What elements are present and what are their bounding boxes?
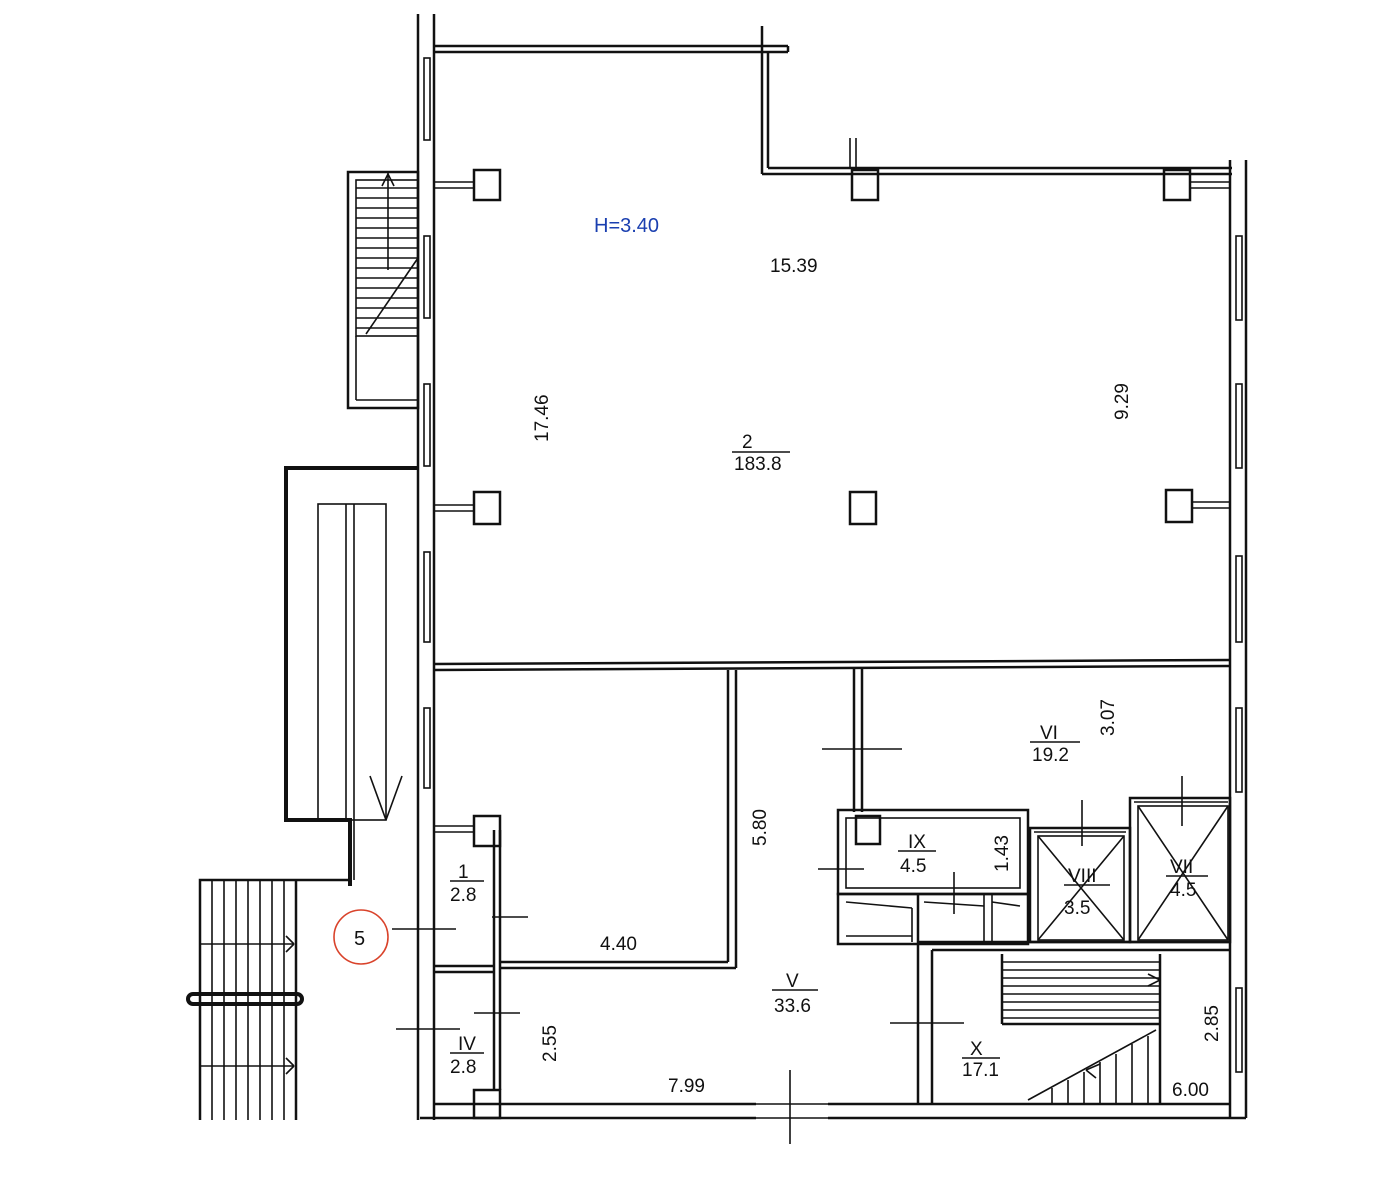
room-6-area: 19.2 bbox=[1032, 745, 1069, 766]
room-5-area: 33.6 bbox=[774, 996, 811, 1017]
dim-room6-height: 3.07 bbox=[1098, 699, 1119, 736]
room-4-area: 2.8 bbox=[450, 1057, 476, 1078]
ramp bbox=[284, 466, 418, 886]
room-8-area: 3.5 bbox=[1064, 898, 1090, 919]
dim-left-height: 17.46 bbox=[532, 394, 553, 442]
room-4-number: IV bbox=[458, 1034, 476, 1055]
dim-right-height: 9.29 bbox=[1112, 383, 1133, 420]
left-windows bbox=[423, 57, 431, 789]
room-6-number: VI bbox=[1040, 723, 1058, 744]
ceiling-height-label: H=3.40 bbox=[594, 215, 659, 237]
room-10-area: 17.1 bbox=[962, 1060, 999, 1081]
external-stair-bottom bbox=[186, 878, 352, 1120]
room-7-number: VII bbox=[1170, 857, 1193, 878]
dim-top-width: 15.39 bbox=[770, 256, 818, 277]
room-5-number: V bbox=[786, 971, 799, 992]
room-label-separators bbox=[450, 451, 1208, 1059]
dim-corridor-height: 5.80 bbox=[750, 809, 771, 846]
door-marks bbox=[392, 748, 1183, 1144]
entrance-marker-circle bbox=[333, 909, 389, 965]
room-2-number: 2 bbox=[742, 432, 753, 453]
external-stair-top bbox=[346, 170, 420, 410]
dim-bottom-width: 7.99 bbox=[668, 1076, 705, 1097]
right-windows bbox=[1235, 235, 1243, 1073]
shafts bbox=[1028, 796, 1232, 944]
hall-partition bbox=[433, 658, 1231, 672]
internal-stair bbox=[1000, 954, 1162, 1104]
dim-stair-height: 2.85 bbox=[1202, 1005, 1223, 1042]
columns bbox=[434, 168, 1230, 1120]
room-7-area: 4.5 bbox=[1170, 880, 1196, 901]
room-1-number: 1 bbox=[458, 862, 469, 883]
room-2-area: 183.8 bbox=[734, 454, 782, 475]
outer-walls bbox=[416, 14, 1248, 1120]
entrance-marker-number: 5 bbox=[354, 928, 365, 950]
room-9-area: 4.5 bbox=[900, 856, 926, 877]
room-9-number: IX bbox=[908, 832, 926, 853]
dim-room9-height: 1.43 bbox=[992, 835, 1013, 872]
dim-lower-left-height: 2.55 bbox=[540, 1025, 561, 1062]
dim-room-width: 4.40 bbox=[600, 934, 637, 955]
dim-stair-width: 6.00 bbox=[1172, 1080, 1209, 1101]
room-1-area: 2.8 bbox=[450, 885, 476, 906]
room-10-number: X bbox=[970, 1039, 983, 1060]
room-8-number: VIII bbox=[1068, 866, 1097, 887]
